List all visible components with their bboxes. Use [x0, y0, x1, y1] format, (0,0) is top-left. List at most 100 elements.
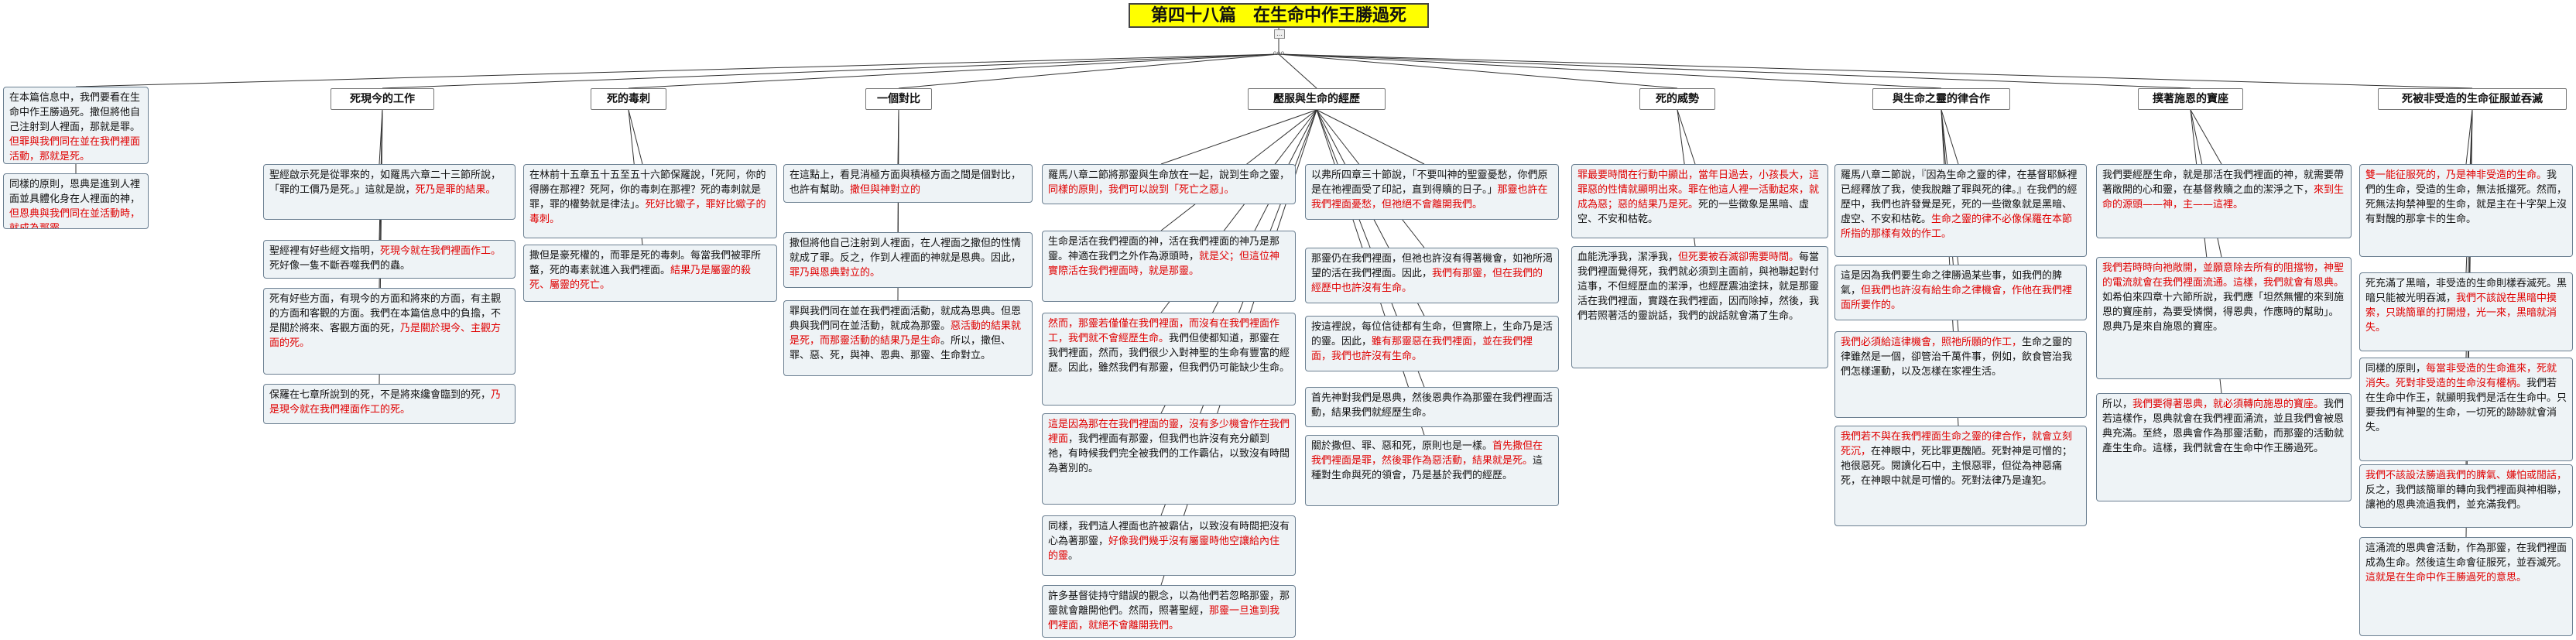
topic-death-current-work[interactable]: 死現今的工作	[331, 88, 434, 110]
node-text-run: 生命是活在我們裡面的神，活在我們裡面的神乃是那靈。神適在我們之外作為源頭時，	[1048, 236, 1280, 262]
life-spirit-node[interactable]: 羅馬八章二節將那靈與生命放在一起，說到生命之靈，同樣的原則，我們可以說到「死亡之…	[1042, 164, 1296, 204]
connector-line	[1278, 53, 1317, 89]
satan-first-node[interactable]: 關於撒但、罪、惡和死，原則也是一樣。首先撒但在我們裡面是罪，然後罪作為惡活動，結…	[1305, 435, 1559, 506]
node-text-run: 我們的生命，受造的生命，無法抵擋死。然而，死無法拘禁神聖的生命，就是主在十字架上…	[2365, 169, 2567, 225]
node-text-run: 羅馬八章二節將那靈與生命放在一起，說到生命之靈，	[1048, 169, 1290, 181]
death-wages-node[interactable]: 聖經啟示死是從罪來的，如羅馬六章二十三節所說，「罪的工價乃是死。」這就是說，死乃…	[263, 164, 516, 220]
node-text-run: 如希伯來四章十六節所說，我們應「坦然無懼的來到施恩的寶座前，為要受憐憫，得恩典，…	[2102, 292, 2345, 333]
node-text-run: 這就是在生命中作王勝過死的意思。	[2365, 572, 2527, 584]
node-text-run: 首先神對我們是恩典，然後恩典作為那靈在我們裡面活動，結果我們就經歷生命。	[1311, 392, 1553, 419]
root-expand-icon[interactable]: …	[1274, 29, 1285, 39]
law-chance-node[interactable]: 這是因為我們要生命之律勝過某些事，如我們的脾氣，但我們也許沒有給生命之律機會，作…	[1834, 265, 2087, 320]
connector-line	[1278, 53, 1678, 89]
node-text-run: 反之，我們該簡單的轉向我們裡面與神相聯，讓祂的恩典流過我們，並充滿我們。	[2365, 484, 2567, 511]
node-text-run: 死充滿了黑暗，非受造的生命則樣吞滅死。黑暗只能被光明吞滅，	[2365, 278, 2567, 304]
life-spirit-working-node[interactable]: 然而，那靈若僅僅在我們裡面，而沒有在我們裡面作工，我們就不會經歷生命。我們但使都…	[1042, 313, 1296, 406]
node-text-run: 在林前十五章五十五至五十六節保羅說，「死阿，你的得勝在那裡？死阿，你的毒刺在那裡…	[529, 169, 766, 210]
intro-node[interactable]: 在本篇信息中，我們要看在生命中作王勝過死。撒但將他自己注射到人裡面，那就是罪。但…	[3, 87, 149, 164]
root-title[interactable]: 第四十八篇 在生命中作王勝過死	[1129, 3, 1429, 28]
node-text-run: 來到生命的源頭——神，主——這裡。	[2102, 184, 2345, 210]
node-text-run: 同樣，我們這人裡面也許被霸佔，以致沒有時間把沒有心為著那靈，	[1048, 521, 1290, 547]
node-text-run: 保羅在七章所說到的死，不是將來纔會臨到的死，	[269, 389, 492, 401]
darkness-light-node[interactable]: 死充滿了黑暗，非受造的生命則樣吞滅死。黑暗只能被光明吞滅，我們不該說在黑暗中摸索…	[2359, 272, 2573, 351]
node-text-run: 我們有那靈，但在我們的經歷中也許沒有生命。	[1311, 268, 1543, 294]
topic-throne-of-grace[interactable]: 撲著施恩的寶座	[2138, 88, 2243, 110]
connector-line	[1160, 109, 1317, 165]
node-text-run: 然而，那靈若僅僅在我們裡面，而沒有在我們裡面作工，我們就不會經歷生命。	[1048, 318, 1280, 344]
law-of-spirit-node[interactable]: 羅馬八章二節說，『因為生命之靈的律，在基督耶穌裡已經釋放了我，使我脫離了罪與死的…	[1834, 164, 2087, 257]
node-text-run: 罪乃與恩典對立的。	[790, 267, 881, 279]
flowing-grace-node[interactable]: 這涌流的恩典會活動，作為那靈，在我們裡面成為生命。然後這生命會征服死，並吞滅死。…	[2359, 537, 2573, 636]
node-text-run: 關於撒但、罪、惡和死，原則也是一樣。	[1311, 440, 1493, 452]
uncreated-life-node[interactable]: 雙一能征服死的，乃是神非受造的生命。我們的生命，受造的生命，無法抵擋死。然而，死…	[2359, 164, 2573, 257]
node-text-run: 死現今就在我們裡面作工。	[380, 245, 502, 257]
life-occupied-node[interactable]: 同樣，我們這人裡面也許被霸佔，以致沒有時間把沒有心為著那靈，好像我們幾乎沒有屬靈…	[1042, 515, 1296, 576]
sting-scorpion-node[interactable]: 在林前十五章五十五至五十六節保羅說，「死阿，你的得勝在那裡？死阿，你的毒刺在那裡…	[523, 164, 777, 238]
node-text-run: 所以，	[2102, 399, 2133, 410]
node-text-run: 但罪與我們同在並在我們裡面活動，那就是死。	[9, 136, 141, 163]
connector-line	[379, 109, 383, 165]
sting-poison-node[interactable]: 撒但是豪死權的，而罪是死的毒刺。每當我們被罪所螫，死的毒素就進入我們裡面。結果乃…	[523, 245, 777, 302]
topic-power-of-death[interactable]: 死的威勢	[1639, 88, 1715, 110]
node-text-run: 死好比蠍子，罪好比蠍子的毒刺。	[529, 199, 766, 225]
law-give-chance-node[interactable]: 我們必須給這律機會，照祂所願的作工，生命之靈的律雖然是一個，卻管治千萬件事，例如…	[1834, 331, 2087, 418]
node-text-run: 那靈仍在我們裡面，但祂也許沒有得著機會，如祂所渴望的活在我們裡面。因此，	[1311, 253, 1553, 279]
grace-first-node[interactable]: 首先神對我們是恩典，然後恩典作為那靈在我們裡面活動，結果我們就經歷生命。	[1305, 387, 1559, 427]
topic-cooperate-with-law[interactable]: 與生命之靈的律合作	[1872, 88, 2010, 110]
node-text-run: 但死要被吞滅卻需要時間。	[1678, 252, 1800, 263]
connector-line	[75, 53, 1279, 87]
life-god-node[interactable]: 生命是活在我們裡面的神，活在我們裡面的神乃是那靈。神適在我們之外作為源頭時，就是…	[1042, 231, 1296, 302]
node-text-run: 我們若時時向祂敞開，並願意除去所有的阻擋物，神聖的電流就會在我們裡面流通。這樣，…	[2102, 262, 2345, 289]
node-text-run: 以弗所四章三十節說，「不要叫神的聖靈憂愁，你們原是在祂裡面受了印記，直到得贖的日…	[1311, 169, 1548, 196]
spirit-grieve-node[interactable]: 以弗所四章三十節說，「不要叫神的聖靈憂愁，你們原是在祂裡面受了印記，直到得贖的日…	[1305, 164, 1559, 220]
throne-open-node[interactable]: 我們若時時向祂敞開，並願意除去所有的阻擋物，神聖的電流就會在我們裡面流通。這樣，…	[2096, 257, 2352, 379]
topic-death-swallowed[interactable]: 死被非受造的生命征服並吞滅	[2378, 88, 2567, 110]
node-text-run: 首先撒但在我們裡面是罪，然後罪作為惡活動，結果就是死。	[1311, 440, 1543, 467]
contrast-intro-node[interactable]: 在這點上，看見消極方面與積極方面之間是個對比，也許有幫助。撒但與神對立的	[783, 164, 1033, 203]
topic-sting-of-death[interactable]: 死的毒刺	[591, 88, 666, 110]
connector-line	[1278, 53, 2191, 89]
topic-a-contrast[interactable]: 一個對比	[865, 88, 932, 110]
connector-line	[382, 53, 1279, 89]
node-text-run: 同樣的原則，恩典是進到人裡面並具體化身在人裡面的神，	[9, 179, 141, 205]
node-text-run: 這是因為那在在我們裡面的靈，沒有多少機會作在我們裡面	[1048, 419, 1290, 445]
death-working-node[interactable]: 聖經裡有好些經文指明，死現今就在我們裡面作工。死好像一隻不斷吞噬我們的蟲。	[263, 240, 516, 279]
node-text-run: 我們若不與在我們裡面生命之靈的律合作，就會立刻死沉，	[1841, 431, 2073, 457]
throne-turn-node[interactable]: 所以，我們要得著恩典，就必須轉向施恩的寶座。我們若這樣作，恩典就會在我們裡面涌流…	[2096, 393, 2352, 501]
connector-line	[2465, 109, 2473, 165]
law-cooperate-node[interactable]: 我們若不與在我們裡面生命之靈的律合作，就會立刻死沉，在神眼中，死比罪更醜陋。死對…	[1834, 426, 2087, 526]
throne-come-node[interactable]: 我們要經歷生命，就是那活在我們裡面的神，就需要帶著敞開的心和靈，在基督救贖之血的…	[2096, 164, 2352, 238]
node-text-run: 這涌流的恩典會活動，作為那靈，在我們裡面成為生命。然後這生命會征服死，並吞滅死。	[2365, 542, 2567, 569]
node-text-run: 死好像一隻不斷吞噬我們的蟲。	[269, 260, 411, 272]
contrast-result-node[interactable]: 罪與我們同在並在我們裡面活動，就成為恩典。但恩典與我們同在並活動，就成為那靈。惡…	[783, 300, 1033, 376]
intro-grace-node[interactable]: 同樣的原則，恩典是進到人裡面並具體化身在人裡面的神，但恩典與我們同在並活動時，就…	[3, 173, 149, 229]
connector-line	[628, 109, 643, 165]
life-misconcept-node[interactable]: 許多基督徒持守錯誤的觀念，以為他們若忽略那靈，那靈就會離開他們。然而，照著聖經，…	[1042, 585, 1296, 638]
topic-press-and-life-experience[interactable]: 壓服與生命的經歷	[1248, 88, 1386, 110]
node-text-run: 雖有那靈惡在我們裡面，並在我們裡面，我們也許沒有生命。	[1311, 336, 1533, 362]
node-text-run: 我們要得著恩典，就必須轉向施恩的寶座。	[2132, 399, 2324, 410]
node-text-run: 。	[1068, 550, 1079, 562]
connector-line	[628, 53, 1279, 89]
node-text-run: 就是父；但這位神實際活在我們裡面時，就是那靈。	[1048, 251, 1280, 277]
node-text-run: 羅馬八章二節說，『因為生命之靈的律，在基督耶穌裡已經釋放了我，使我脫離了罪與死的…	[1841, 169, 2078, 225]
connector-line	[1677, 109, 1696, 165]
death-aspects-node[interactable]: 死有好些方面，有現今的方面和將來的方面，有主觀的方面和客觀的方面。我們在本篇信息…	[263, 288, 516, 375]
connector-line	[897, 109, 899, 165]
node-text-run: 生命之靈的律雖然是一個，卻管治千萬件事，例如，飲食管治我們怎樣運動，以及怎樣在家…	[1841, 337, 2073, 378]
node-text-run: 這是因為我們要生命之律勝過某些事，如我們的脾氣，	[1841, 270, 2063, 296]
connector-line	[1278, 53, 1942, 89]
life-no-chance-node[interactable]: 這是因為那在在我們裡面的靈，沒有多少機會作在我們裡面，我們裡面有那靈，但我們也許…	[1042, 413, 1296, 505]
blood-cleanse-node[interactable]: 血能洗淨我，潔淨我，但死要被吞滅卻需要時間。每當我們裡面覺得死，我們就必須到主面…	[1571, 246, 1828, 368]
connector-line	[1278, 53, 2473, 89]
node-text-run: 雙一能征服死的，乃是神非受造的生命。	[2365, 169, 2547, 181]
spirit-believers-node[interactable]: 按這裡說，每位信徒都有生命，但實際上，生命乃是活的靈。因此，雖有那靈惡在我們裡面…	[1305, 316, 1559, 371]
spirit-no-chance-node[interactable]: 那靈仍在我們裡面，但祂也許沒有得著機會，如祂所渴望的活在我們裡面。因此，我們有那…	[1305, 248, 1559, 303]
contrast-sin-grace-node[interactable]: 撒但將他自己注射到人裡面，在人裡面之撒但的性情就成了罪。反之，作到人裡面的神就是…	[783, 232, 1033, 288]
node-text-run: 生命之靈的律不必像保羅在本節所指的那樣有效的作工。	[1841, 214, 2073, 240]
death-power-node[interactable]: 罪最要時間在行動中顯出，當年日過去，小孩長大，這罪惡的性情就顯明出來。罪在他這人…	[1571, 164, 1828, 238]
death-present-node[interactable]: 保羅在七章所說到的死，不是將來纔會臨到的死，乃是現今就在我們裡面作工的死。	[263, 384, 516, 424]
node-text-run: 我們不該設法勝過我們的脾氣、嫌怕或閒話，	[2365, 470, 2567, 481]
dont-overcome-node[interactable]: 我們不該設法勝過我們的脾氣、嫌怕或閒話， 反之，我們該簡單的轉向我們裡面與神相聯，…	[2359, 464, 2573, 528]
uncreated-enters-node[interactable]: 同樣的原則，每當非受造的生命進來，死就消失。死對非受造的生命沒有權柄。我們若在生…	[2359, 358, 2573, 461]
